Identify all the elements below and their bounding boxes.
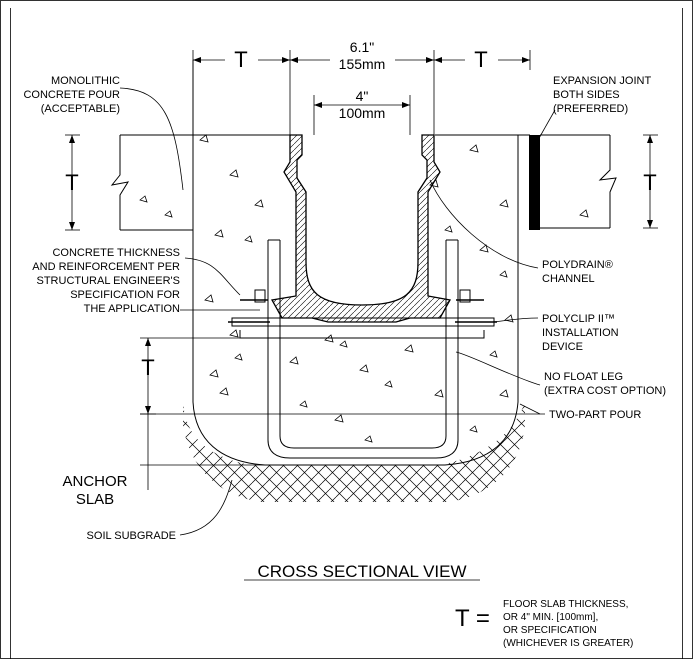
label-polyclip-1: POLYCLIP II™ — [542, 313, 615, 325]
break-line-right — [598, 135, 617, 228]
dim-t-slab-right: T — [643, 170, 656, 195]
label-monolithic-3: (ACCEPTABLE) — [41, 103, 120, 115]
view-title: CROSS SECTIONAL VIEW — [257, 562, 466, 581]
legend-line-3: OR SPECIFICATION — [503, 625, 597, 636]
label-expansion-3: (PREFERRED) — [553, 103, 628, 115]
label-anchor-2: SLAB — [76, 491, 114, 508]
label-polydrain-2: CHANNEL — [542, 273, 595, 285]
dim-inner-in: 4" — [356, 88, 369, 104]
anchor-rod-outer — [267, 240, 459, 459]
concrete-outline — [192, 60, 519, 466]
dim-overall-mm: 155mm — [339, 56, 386, 72]
dim-inner-mm: 100mm — [339, 105, 386, 121]
dim-overall-in: 6.1" — [350, 39, 374, 55]
legend-line-1: FLOOR SLAB THICKNESS, — [503, 599, 628, 610]
label-expansion-1: EXPANSION JOINT — [553, 75, 651, 87]
label-soil: SOIL SUBGRADE — [87, 530, 176, 542]
dimension-arrows — [69, 57, 653, 414]
label-two-part-pour: TWO-PART POUR — [549, 409, 641, 421]
label-thickness-2: AND REINFORCEMENT PER — [32, 261, 180, 273]
soil-subgrade-hatch — [183, 402, 525, 502]
legend-line-2: OR 4" MIN. [100mm], — [503, 612, 598, 623]
legend-symbol: T = — [455, 605, 490, 632]
bolt-nut-right — [459, 289, 471, 303]
label-monolithic-1: MONOLITHIC — [51, 75, 120, 87]
dim-t-slab-left: T — [65, 170, 78, 195]
label-nofloat-2: (EXTRA COST OPTION) — [544, 385, 666, 397]
label-thickness-1: CONCRETE THICKNESS — [52, 247, 180, 259]
label-thickness-5: THE APPLICATION — [84, 303, 180, 315]
label-anchor-1: ANCHOR — [62, 473, 127, 490]
concrete-aggregate — [139, 134, 589, 443]
leader-lines — [119, 87, 556, 536]
label-nofloat-1: NO FLOAT LEG — [544, 371, 623, 383]
label-expansion-2: BOTH SIDES — [553, 89, 620, 101]
polyclip-base — [239, 330, 485, 339]
anchor-rod-inner — [279, 240, 447, 449]
label-polyclip-2: INSTALLATION — [542, 327, 619, 339]
dim-t-left: T — [234, 47, 247, 72]
label-thickness-3: STRUCTURAL ENGINEER'S — [37, 275, 181, 287]
label-monolithic-2: CONCRETE POUR — [23, 89, 120, 101]
polydrain-channel — [270, 134, 452, 323]
legend-line-4: (WHICHEVER IS GREATER) — [503, 638, 633, 649]
label-polydrain-1: POLYDRAIN® — [542, 259, 613, 271]
expansion-joint — [529, 135, 540, 230]
dim-t-right: T — [474, 47, 487, 72]
bolt-nut-left — [254, 289, 266, 303]
dim-t-anchor: T — [141, 355, 154, 380]
label-thickness-4: SPECIFICATION FOR — [70, 289, 180, 301]
break-line-left — [110, 135, 130, 230]
label-polyclip-3: DEVICE — [542, 341, 583, 353]
